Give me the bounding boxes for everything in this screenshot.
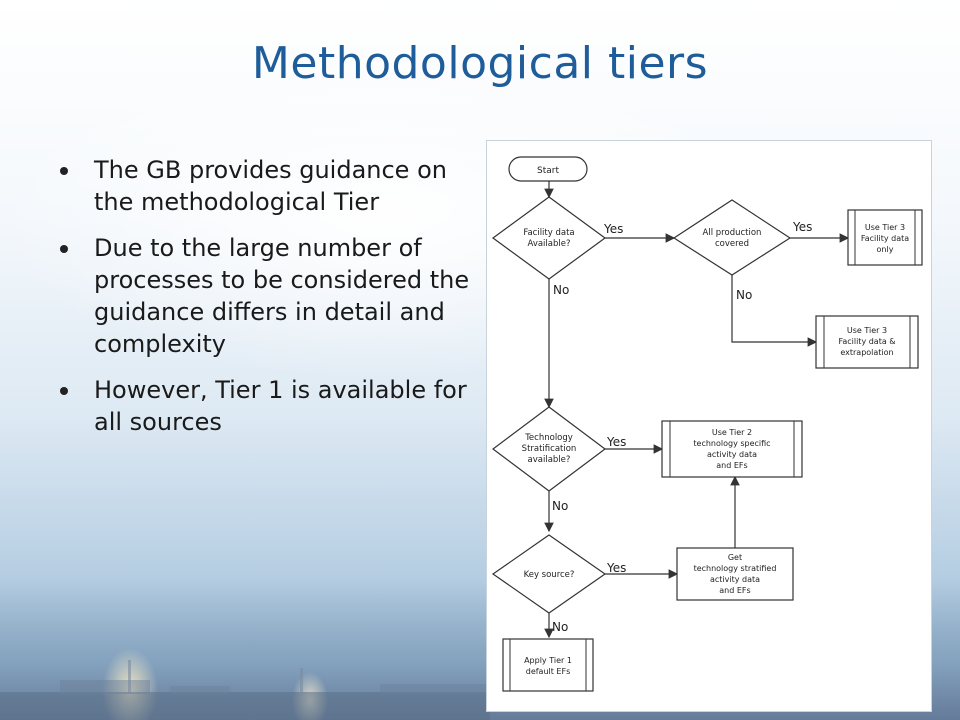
bullet-item: The GB provides guidance on the methodol…	[58, 154, 488, 218]
decision-facility-data	[491, 196, 607, 280]
start-label: Start	[537, 166, 559, 176]
bullet-item: Due to the large number of processes to …	[58, 232, 488, 360]
decision-label-line: available?	[528, 455, 571, 465]
decision-label-line: Facility data	[523, 228, 574, 238]
process-label-line: Use Tier 2	[712, 428, 752, 437]
process-tier1	[502, 638, 594, 692]
bullet-item: However, Tier 1 is available for all sou…	[58, 374, 488, 438]
yes-label: Yes	[792, 220, 812, 234]
start-terminator	[508, 156, 588, 182]
background-skyline	[0, 660, 490, 720]
bullet-text: However, Tier 1 is available for all sou…	[94, 376, 467, 436]
bullet-dot-icon	[60, 245, 68, 253]
decision-label-line: Available?	[528, 239, 571, 249]
no-label: No	[736, 288, 752, 302]
connector	[731, 275, 818, 347]
process-label-line: Use Tier 3	[847, 326, 887, 335]
process-label-line: only	[877, 245, 894, 254]
decision-label-line: Key source?	[524, 570, 575, 580]
decision-label-line: Stratification	[522, 444, 577, 454]
process-label-line: activity data	[707, 450, 757, 459]
bullet-text: The GB provides guidance on the methodol…	[94, 156, 447, 216]
process-label-line: Use Tier 3	[865, 223, 905, 232]
process-label-line: extrapolation	[840, 348, 893, 357]
process-label-line: default EFs	[526, 667, 571, 676]
process-label-line: Get	[728, 553, 742, 562]
decision-label-line: Technology	[524, 433, 573, 443]
no-label: No	[552, 499, 568, 513]
process-get-stratified-data	[676, 547, 794, 601]
decision-key-source	[491, 534, 607, 614]
slide-title: Methodological tiers	[251, 38, 709, 89]
bullet-list: The GB provides guidance on the methodol…	[58, 154, 488, 452]
process-label-line: activity data	[710, 575, 760, 584]
decision-technology-stratification	[492, 406, 606, 492]
process-label-line: Facility data	[861, 234, 909, 243]
tier-decision-flowchart: Start Facility data Available? Yes No Al…	[486, 140, 932, 712]
bullet-dot-icon	[60, 387, 68, 395]
bullet-text: Due to the large number of processes to …	[94, 234, 470, 358]
process-label-line: and EFs	[716, 461, 747, 470]
bullet-dot-icon	[60, 167, 68, 175]
decision-label-line: All production	[703, 228, 762, 238]
process-label-line: technology stratified	[694, 564, 777, 573]
decision-all-production	[672, 199, 792, 276]
no-label: No	[552, 620, 568, 634]
yes-label: Yes	[606, 561, 626, 575]
process-label-line: Facility data &	[838, 337, 895, 346]
flowchart-canvas: Start Facility data Available? Yes No Al…	[491, 156, 923, 692]
yes-label: Yes	[603, 222, 623, 236]
decision-label-line: covered	[715, 239, 749, 249]
process-label-line: and EFs	[719, 586, 750, 595]
process-tier2	[661, 420, 803, 478]
yes-label: Yes	[606, 435, 626, 449]
process-tier3-extrapolation	[815, 315, 919, 369]
no-label: No	[553, 283, 569, 297]
process-label-line: Apply Tier 1	[524, 656, 572, 665]
process-tier3-only	[847, 209, 923, 266]
process-label-line: technology specific	[693, 439, 770, 448]
